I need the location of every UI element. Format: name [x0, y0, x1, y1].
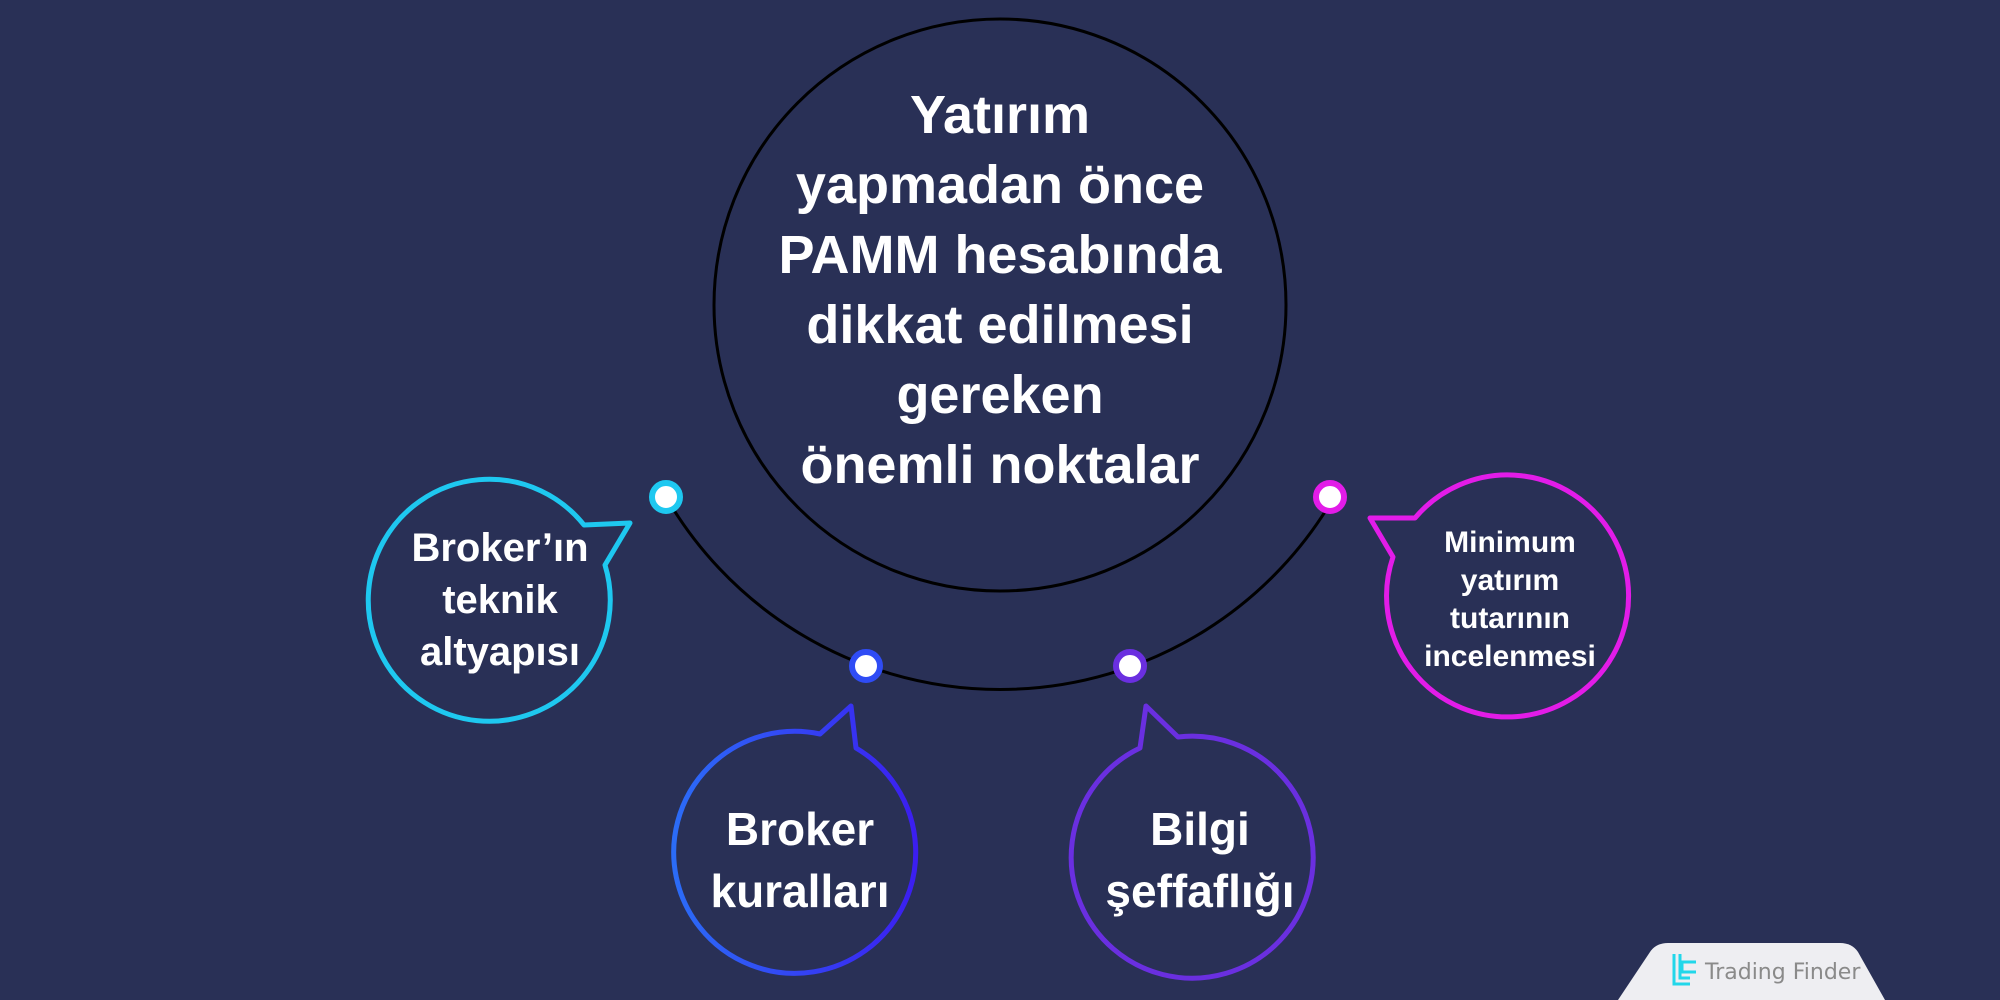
- title-line: yapmadan önce: [795, 155, 1205, 215]
- bubble-line: tutarının: [1450, 602, 1570, 635]
- bubble-1-text: Broker’ın teknik altyapısı: [380, 520, 620, 680]
- bubble-line: kuralları: [710, 865, 890, 917]
- dot-3: [1113, 649, 1147, 683]
- bubble-line: yatırım: [1460, 564, 1560, 597]
- bubble-3-outline: [1068, 703, 1316, 981]
- title-line: PAMM hesabında: [778, 225, 1222, 285]
- dot-1: [649, 480, 683, 514]
- title-line: dikkat edilmesi: [806, 295, 1194, 355]
- logo-text: Trading Finder: [1705, 960, 1861, 985]
- dot-2: [849, 649, 883, 683]
- bubble-line: Bilgi: [1150, 803, 1250, 855]
- dot-4: [1313, 480, 1347, 514]
- bubble-line: Broker’ın: [411, 526, 589, 570]
- logo-tab: [1618, 943, 1885, 1000]
- trading-finder-logo-icon: [1672, 954, 1696, 986]
- center-title: Yatırım yapmadan önce PAMM hesabında dik…: [740, 70, 1260, 510]
- bubble-4-text: Minimum yatırım tutarının incelenmesi: [1390, 520, 1630, 680]
- bubble-3-text: Bilgi şeffaflığı: [1080, 785, 1320, 935]
- bubble-line: şeffaflığı: [1105, 865, 1295, 917]
- bubble-line: teknik: [442, 578, 558, 622]
- connector-arc: [664, 496, 1336, 692]
- bubble-2-text: Broker kuralları: [680, 785, 920, 935]
- bubble-line: altyapısı: [419, 630, 581, 674]
- bubble-line: incelenmesi: [1424, 640, 1596, 673]
- title-line: gereken: [896, 365, 1104, 425]
- bubble-line: Broker: [725, 803, 875, 855]
- bubble-line: Minimum: [1444, 526, 1576, 559]
- title-line: önemli noktalar: [800, 435, 1200, 495]
- bubble-1-outline: [365, 476, 633, 724]
- title-line: Yatırım: [909, 85, 1091, 145]
- center-circle: [712, 17, 1288, 593]
- bubble-2-outline: [671, 703, 919, 976]
- bubble-4-outline: [1367, 472, 1632, 720]
